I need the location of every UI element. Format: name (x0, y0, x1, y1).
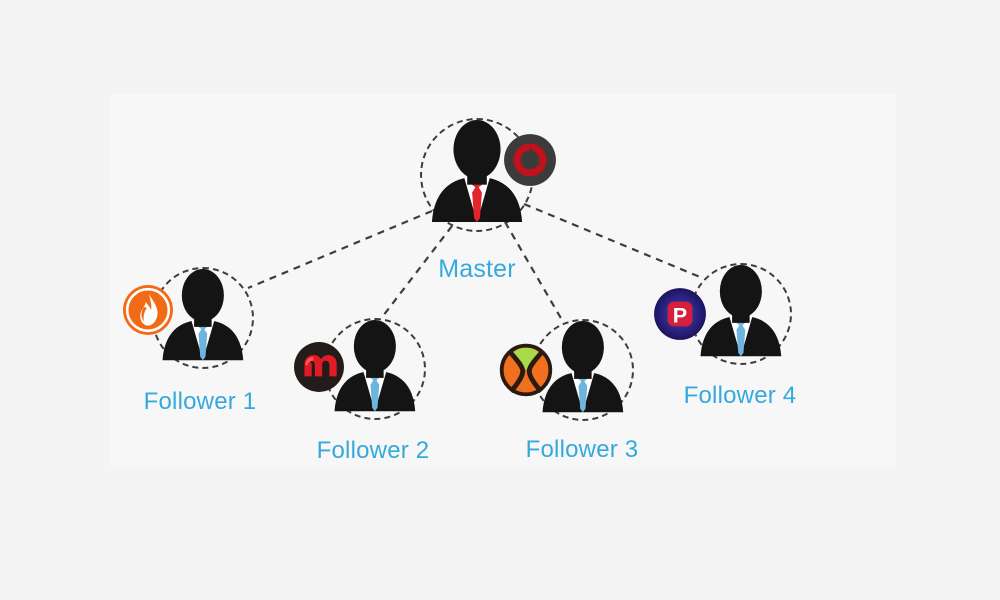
label-follower-4: Follower 4 (683, 382, 797, 409)
master-to-follower-3 (504, 221, 563, 321)
label-follower-2: Follower 2 (316, 437, 430, 464)
master-to-follower-2 (382, 225, 453, 317)
person-silhouette-icon (162, 268, 244, 360)
person-silhouette-icon (542, 320, 624, 412)
badge-master[interactable] (503, 133, 557, 192)
badge-follower-3[interactable] (499, 343, 553, 402)
indigo-p-badge-icon[interactable]: P (653, 287, 707, 341)
master-to-follower-4 (523, 202, 701, 279)
badge-follower-1[interactable] (122, 284, 174, 341)
person-silhouette-icon (700, 264, 782, 356)
person-silhouette-icon (431, 120, 523, 222)
red-spiral-badge-icon[interactable] (503, 133, 557, 187)
badge-follower-4[interactable]: P (653, 287, 707, 346)
orange-flame-badge-icon[interactable] (122, 284, 174, 336)
person-follower-3 (539, 320, 627, 421)
person-master (428, 120, 526, 231)
orange-x-green-wedge-badge-icon[interactable] (499, 343, 553, 397)
person-follower-1 (159, 268, 247, 369)
label-master: Master (438, 255, 516, 283)
badge-follower-2[interactable] (293, 341, 345, 398)
master-to-follower-1 (247, 209, 433, 290)
person-follower-2 (331, 319, 419, 420)
label-follower-1: Follower 1 (143, 388, 257, 415)
badge-letter: P (673, 303, 687, 328)
person-silhouette-icon (334, 319, 416, 411)
person-follower-4 (697, 264, 785, 365)
label-follower-3: Follower 3 (525, 436, 639, 463)
dark-red-arch-badge-icon[interactable] (293, 341, 345, 393)
